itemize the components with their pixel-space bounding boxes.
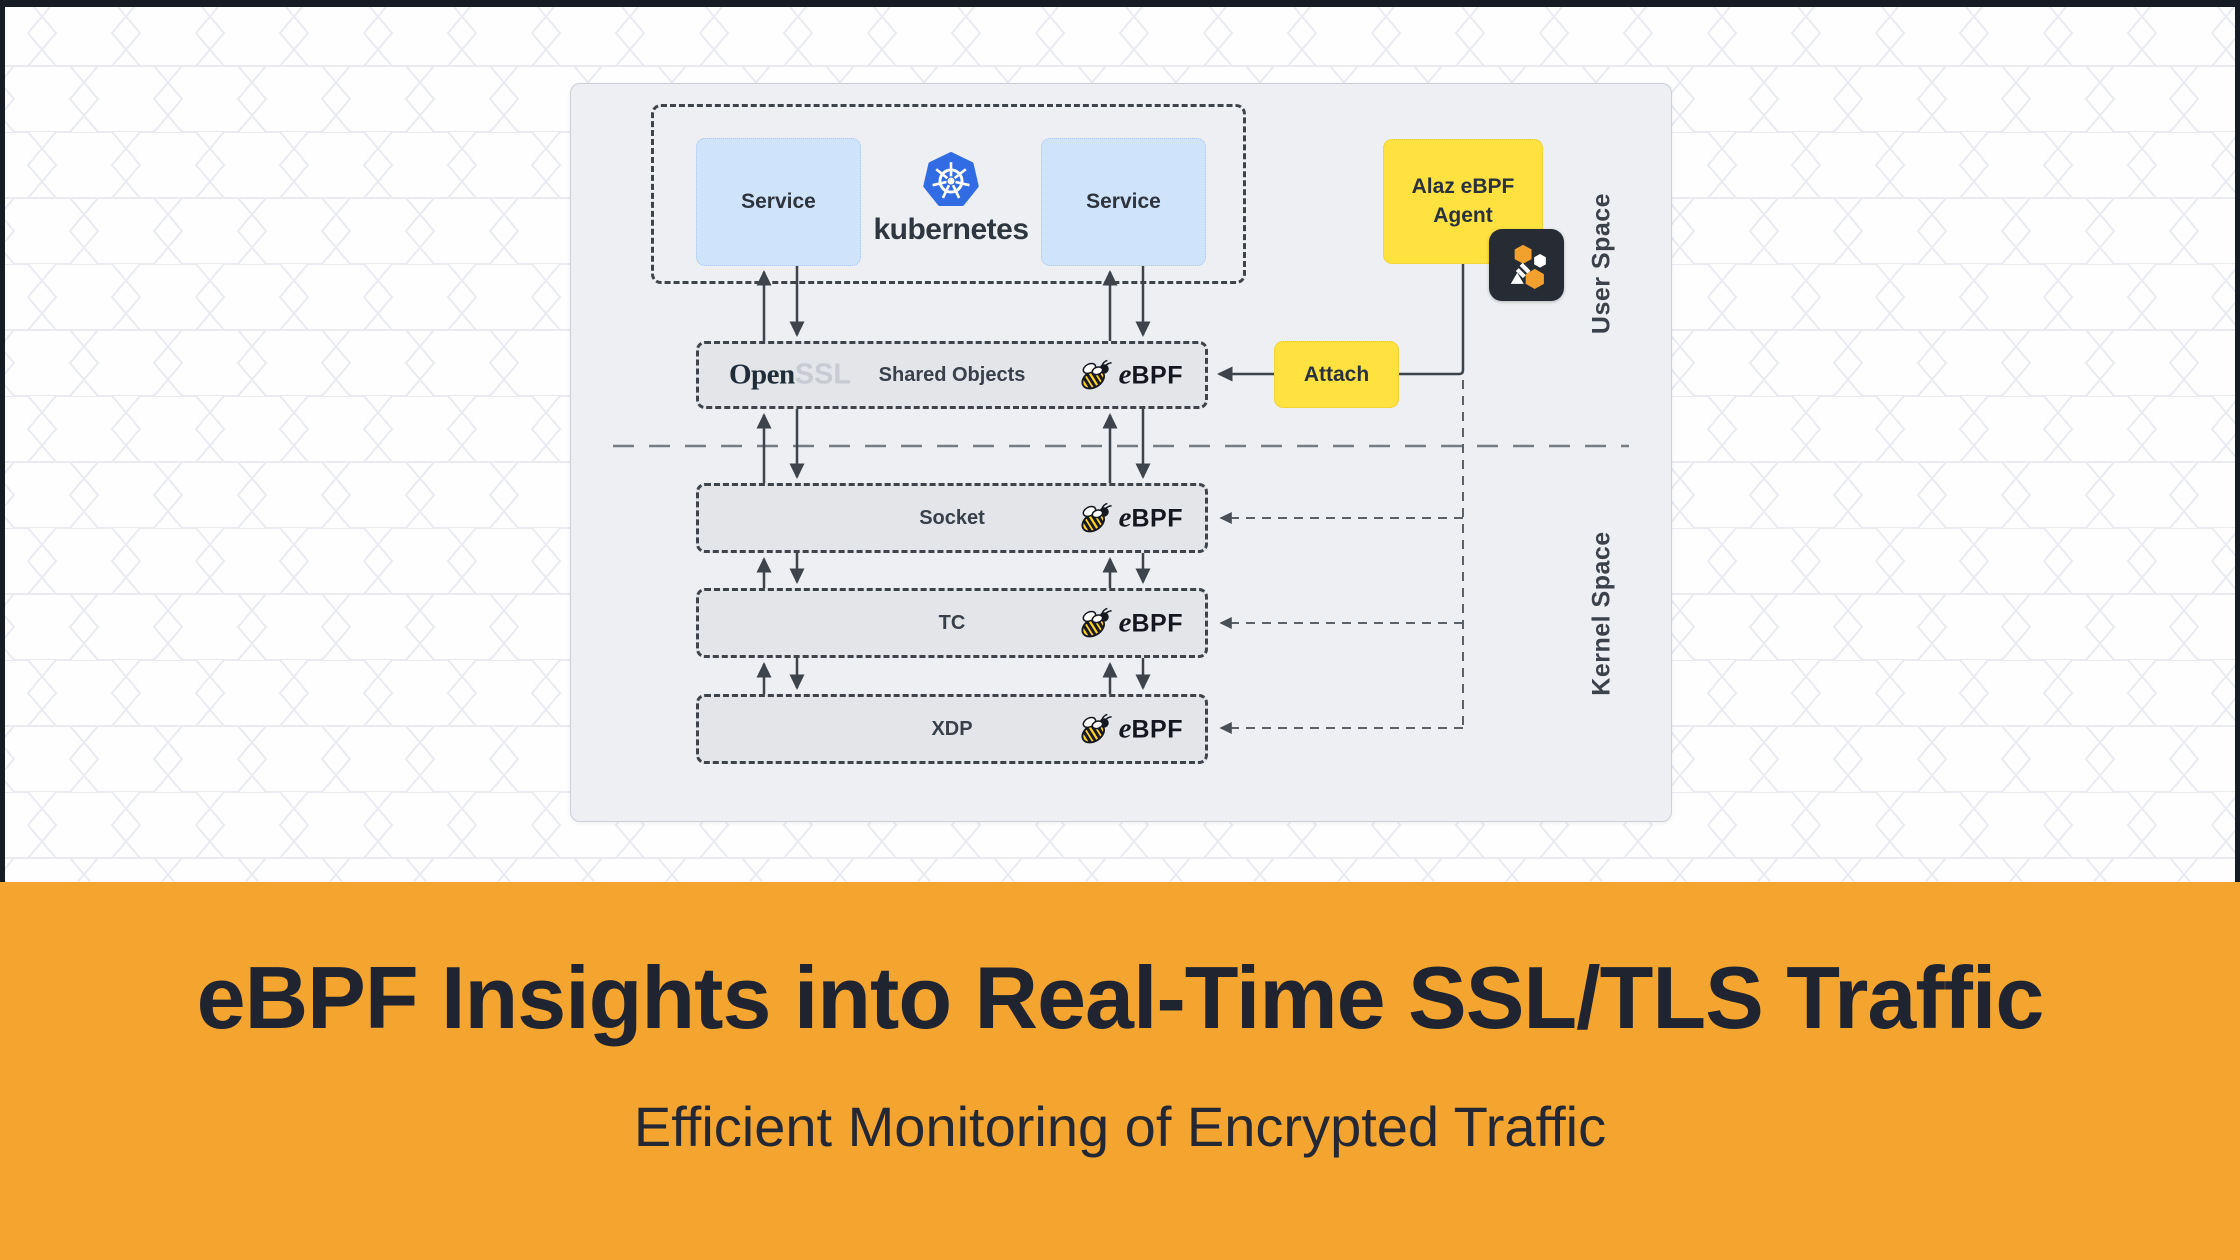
alaz-agent-label: Alaz eBPF Agent (1412, 173, 1515, 230)
xdp-label: XDP (931, 717, 973, 740)
kubernetes-logo-block: kubernetes (851, 152, 1051, 247)
service-box-right: Service (1041, 138, 1206, 266)
kubernetes-wordmark: kubernetes (873, 213, 1029, 246)
ebpf-bpf: BPF (1131, 609, 1183, 638)
frame-right-border (2235, 0, 2240, 882)
alaz-agent-label-line2: Agent (1433, 203, 1493, 227)
ebpf-e: e (1118, 606, 1132, 639)
alaz-agent-label-line1: Alaz eBPF (1411, 175, 1515, 199)
ebpf-e: e (1118, 712, 1132, 745)
alaz-bee-hexagon-icon (1501, 239, 1553, 291)
ebpf-bpf: BPF (1131, 361, 1183, 390)
ebpf-bpf: BPF (1131, 715, 1183, 744)
tc-label: TC (938, 611, 966, 634)
ebpf-bpf: BPF (1131, 504, 1183, 533)
banner-title: eBPF Insights into Real-Time SSL/TLS Tra… (196, 948, 2045, 1047)
bee-icon (1078, 713, 1116, 745)
service-label: Service (1086, 190, 1161, 213)
openssl-logo: OpenSSL (729, 359, 851, 392)
shared-objects-label: Shared Objects (878, 363, 1026, 386)
attach-label: Attach (1303, 362, 1370, 386)
attach-box: Attach (1274, 341, 1399, 408)
bee-icon (1078, 502, 1116, 534)
ebpf-e: e (1118, 501, 1132, 534)
kernel-space-label: Kernel Space (1587, 531, 1616, 696)
frame-top-border (0, 0, 2240, 7)
ebpf-e: e (1118, 358, 1132, 391)
architecture-diagram-panel: Service kubernetes Service OpenSSL Share… (570, 83, 1672, 822)
user-space-label: User Space (1587, 192, 1616, 335)
frame-left-border (0, 0, 5, 882)
kubernetes-icon (922, 152, 980, 210)
title-banner: eBPF Insights into Real-Time SSL/TLS Tra… (0, 882, 2240, 1260)
bee-icon (1078, 607, 1116, 639)
alaz-logo-badge (1489, 229, 1564, 301)
openssl-logo-ssl: SSL (794, 358, 852, 391)
bee-icon (1078, 359, 1116, 391)
socket-label: Socket (919, 506, 985, 529)
service-label: Service (741, 190, 816, 213)
banner-subtitle: Efficient Monitoring of Encrypted Traffi… (633, 1095, 1607, 1159)
service-box-left: Service (696, 138, 861, 266)
openssl-logo-open: Open (729, 358, 795, 391)
kubernetes-cluster-box (651, 104, 1246, 284)
diagram-section: Service kubernetes Service OpenSSL Share… (0, 0, 2240, 882)
